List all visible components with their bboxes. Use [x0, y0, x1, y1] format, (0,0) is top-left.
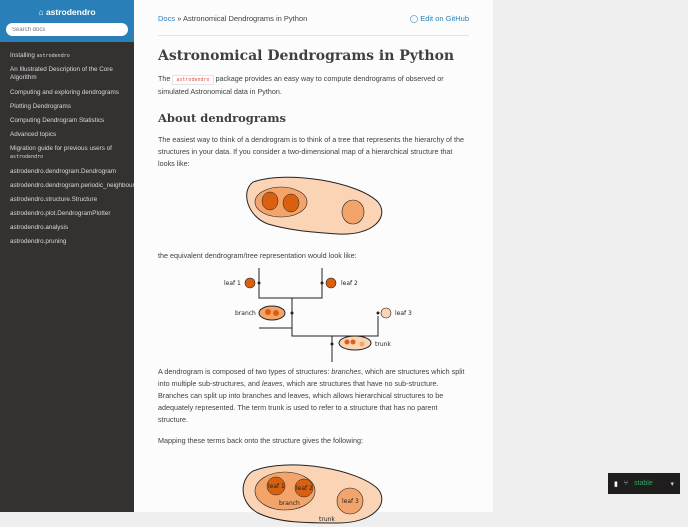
- version-label: stable: [634, 480, 653, 487]
- breadcrumb-sep: »: [177, 14, 182, 23]
- edit-on-github-link[interactable]: ◯ Edit on GitHub: [409, 14, 469, 23]
- sidebar-item-statistics[interactable]: Computing Dendrogram Statistics: [10, 116, 105, 124]
- map-label-leaf3: leaf 3: [342, 498, 359, 505]
- paragraph-2: the equivalent dendrogram/tree represent…: [158, 251, 357, 260]
- main-content: Docs » Astronomical Dendrograms in Pytho…: [134, 0, 493, 524]
- map-label-leaf2: leaf 2: [296, 485, 313, 492]
- section-heading: About dendrograms: [158, 111, 286, 125]
- version-switcher[interactable]: ▮ ⑂ stable ▾: [608, 473, 680, 494]
- book-icon: ▮: [614, 480, 618, 488]
- sidebar-item-periodic[interactable]: astrodendro.dendrogram.periodic_neighbou…: [10, 181, 134, 189]
- dendrogram-tree-image: leaf 1 leaf 2 branch leaf 3 trunk: [224, 268, 412, 362]
- sidebar-item-structure[interactable]: astrodendro.structure.Structure: [10, 195, 98, 203]
- sidebar-header: ⌂ astrodendro: [0, 0, 134, 42]
- sidebar-item-plotting[interactable]: Plotting Dendrograms: [10, 102, 71, 110]
- map-label-trunk: trunk: [319, 516, 335, 523]
- search-input[interactable]: [6, 23, 128, 36]
- sidebar-item-pruning[interactable]: astrodendro.pruning: [10, 238, 67, 246]
- tree-label-leaf2: leaf 2: [341, 280, 358, 287]
- sidebar-item-plotter[interactable]: astrodendro.plot.DendrogramPlotter: [10, 210, 111, 218]
- brand-label: astrodendro: [45, 7, 96, 17]
- tree-label-leaf3: leaf 3: [395, 310, 412, 317]
- breadcrumb: Docs » Astronomical Dendrograms in Pytho…: [158, 0, 469, 36]
- breadcrumb-current: Astronomical Dendrograms in Python: [183, 14, 308, 23]
- sidebar-item-migration[interactable]: Migration guide for previous users of as…: [10, 145, 112, 161]
- git-branch-icon: ⑂: [623, 480, 629, 487]
- map-label-leaf1: leaf 1: [268, 483, 285, 490]
- sidebar-nav: Installing astrodendro An Illustrated De…: [0, 42, 134, 250]
- sidebar-item-advanced[interactable]: Advanced topics: [10, 131, 57, 139]
- structure-map-image: [246, 176, 383, 235]
- sidebar-item-core-algorithm[interactable]: An Illustrated Description of the Core A…: [10, 66, 113, 82]
- page-title: Astronomical Dendrograms in Python: [158, 48, 455, 64]
- tree-label-leaf1: leaf 1: [224, 280, 241, 287]
- caret-down-icon: ▾: [670, 480, 674, 488]
- tree-label-branch: branch: [235, 310, 256, 317]
- intro-paragraph: The astrodendro package provides an easy…: [158, 74, 444, 96]
- sidebar-item-installing[interactable]: Installing astrodendro: [10, 52, 70, 59]
- sidebar-item-computing[interactable]: Computing and exploring dendrograms: [10, 88, 119, 96]
- labelled-structure-map-image: leaf 1 leaf 2 branch leaf 3 trunk: [242, 464, 383, 524]
- sidebar-item-dendrogram[interactable]: astrodendro.dendrogram.Dendrogram: [10, 167, 117, 175]
- paragraph-4: Mapping these terms back onto the struct…: [158, 436, 363, 445]
- breadcrumb-docs[interactable]: Docs: [158, 14, 176, 23]
- sidebar-item-analysis[interactable]: astrodendro.analysis: [10, 224, 69, 232]
- github-icon: ◯: [409, 14, 419, 23]
- paragraph-3: A dendrogram is composed of two types of…: [158, 367, 465, 424]
- home-link[interactable]: ⌂ astrodendro: [38, 7, 96, 17]
- tree-label-trunk: trunk: [375, 341, 391, 348]
- sidebar: ⌂ astrodendro Installing astrodendro An …: [0, 0, 134, 512]
- paragraph-1: The easiest way to think of a dendrogram…: [158, 135, 465, 168]
- map-label-branch: branch: [279, 500, 300, 507]
